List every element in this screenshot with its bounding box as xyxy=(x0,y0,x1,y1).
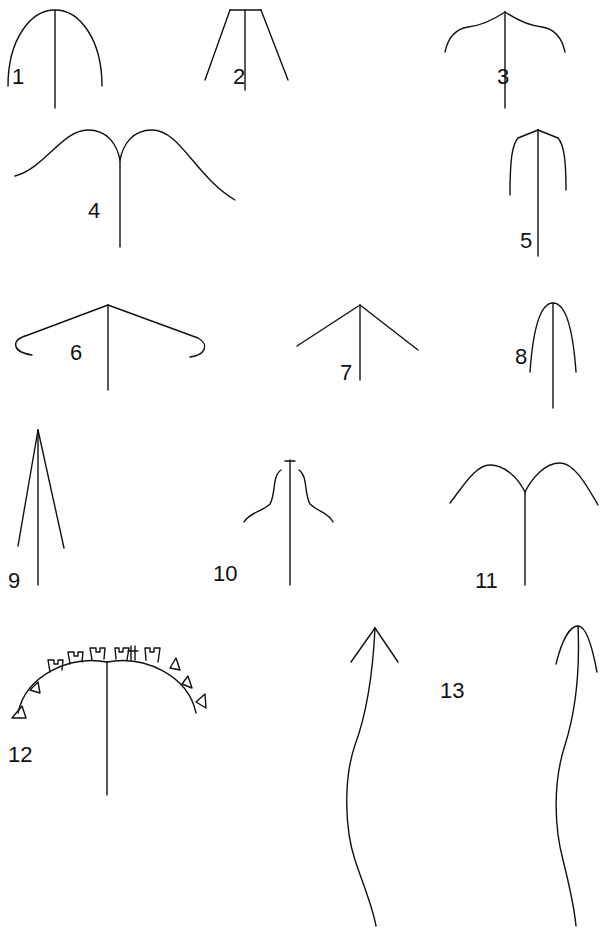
figure-number: 8 xyxy=(515,346,527,368)
figure-outline xyxy=(530,303,576,408)
figure-number: 1 xyxy=(12,66,24,88)
figure-outline xyxy=(347,628,398,926)
figure-number: 5 xyxy=(520,230,532,252)
figure-outline xyxy=(450,463,598,585)
figure-number: 13 xyxy=(440,680,464,702)
figure-number: 3 xyxy=(497,66,509,88)
figure-number: 12 xyxy=(8,744,32,766)
figure-number: 6 xyxy=(70,342,82,364)
figure-outline xyxy=(15,130,235,247)
figure-number: 10 xyxy=(213,563,237,585)
figure-outline xyxy=(18,430,64,585)
figure-number: 4 xyxy=(88,200,100,222)
figure-outline xyxy=(244,460,333,585)
figure-outline xyxy=(205,10,288,90)
figure-outline xyxy=(8,10,102,108)
figure-number: 11 xyxy=(475,570,498,592)
figure-outline xyxy=(297,305,418,380)
figure-outline xyxy=(16,305,205,390)
figure-outline xyxy=(12,646,206,795)
figure-number: 9 xyxy=(8,570,20,592)
figure-number: 7 xyxy=(340,362,352,384)
figure-outline xyxy=(510,130,566,256)
figure-outline xyxy=(445,12,565,108)
figure-number: 2 xyxy=(233,66,245,88)
figure-outline xyxy=(556,626,597,926)
